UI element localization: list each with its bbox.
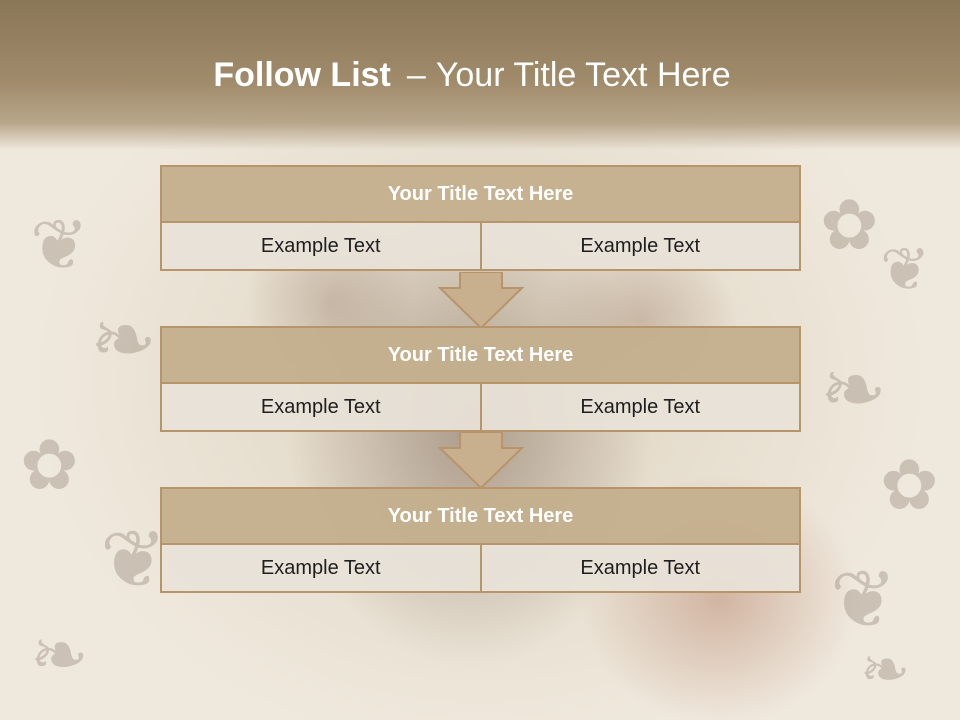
floral-motif: ❦	[30, 204, 89, 286]
block-cell-right: Example Text	[479, 545, 799, 591]
block-cell-left: Example Text	[162, 545, 480, 591]
block-row: Example Text Example Text	[160, 382, 801, 432]
block-title: Your Title Text Here	[160, 487, 801, 543]
floral-motif: ❦	[830, 553, 898, 646]
list-block: Your Title Text Here Example Text Exampl…	[160, 487, 801, 593]
floral-motif: ❦	[100, 513, 168, 606]
floral-motif: ✿	[20, 424, 79, 506]
block-cell-left: Example Text	[162, 384, 480, 430]
block-cell-right: Example Text	[479, 223, 799, 269]
slide-title-rest: Your Title Text Here	[435, 56, 731, 94]
floral-motif: ❧	[820, 343, 888, 436]
floral-motif: ✿	[880, 444, 939, 526]
floral-motif: ❧	[30, 614, 89, 696]
list-block: Your Title Text Here Example Text Exampl…	[160, 165, 801, 271]
floral-motif: ❧	[860, 635, 911, 705]
header-band	[0, 0, 960, 150]
block-cell-right: Example Text	[479, 384, 799, 430]
slide-title-separator: –	[406, 56, 426, 94]
floral-motif: ✿	[820, 184, 879, 266]
list-block: Your Title Text Here Example Text Exampl…	[160, 326, 801, 432]
down-arrow-icon	[438, 272, 524, 330]
floral-motif: ❧	[90, 293, 158, 386]
block-title: Your Title Text Here	[160, 326, 801, 382]
block-row: Example Text Example Text	[160, 221, 801, 271]
block-cell-left: Example Text	[162, 223, 480, 269]
floral-motif: ❦	[880, 235, 931, 305]
slide-title-bold: Follow List	[213, 56, 391, 94]
down-arrow-icon	[438, 432, 524, 490]
block-title: Your Title Text Here	[160, 165, 801, 221]
slide-title: Follow List–Your Title Text Here	[0, 56, 944, 95]
block-row: Example Text Example Text	[160, 543, 801, 593]
